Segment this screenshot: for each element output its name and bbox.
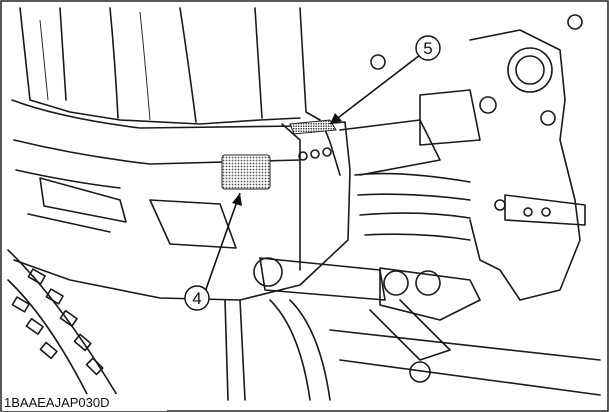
lift-linkage [253,257,601,396]
bolts [298,147,332,161]
decal-5 [289,119,337,135]
figure-code: 1BAAEAJAP030D [4,395,110,410]
arrowhead-4 [232,193,242,206]
callout-4: 4 [184,285,210,311]
cab-body [19,7,321,125]
mast-bracket [339,14,586,301]
callout-4-label: 4 [192,289,201,308]
leader-line-5 [329,54,421,125]
arrowhead-5 [330,113,342,124]
tire-tread [7,249,121,401]
figure-code-bg [2,394,167,411]
fender-panel [11,99,351,301]
callout-5: 5 [415,35,441,61]
callout-5-label: 5 [423,39,432,58]
decal-4 [221,154,271,190]
hoses [224,172,471,401]
leader-line-4 [204,192,241,293]
